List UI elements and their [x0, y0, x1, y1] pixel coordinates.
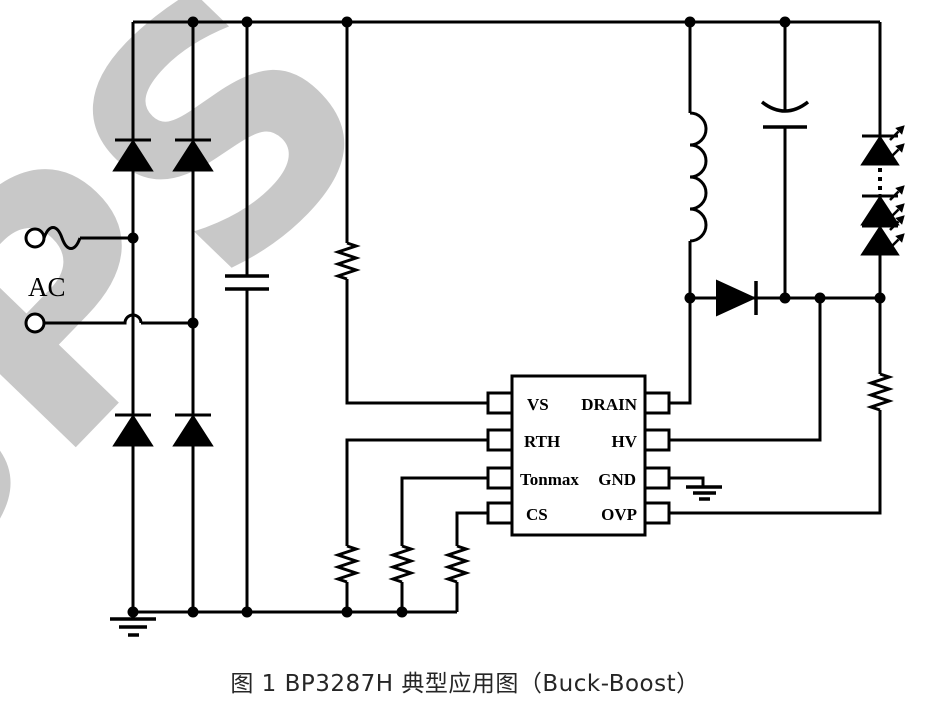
pin-label-tonmax: Tonmax: [520, 470, 579, 489]
ac-label: AC: [28, 272, 66, 302]
output-capacitor: [760, 100, 810, 129]
ovp-resistor: [866, 372, 894, 412]
junction-dot: [814, 292, 826, 304]
junction-dot: [127, 232, 139, 244]
ovp-wire: [669, 410, 882, 515]
pin-label-rth: RTH: [524, 432, 560, 451]
junction-dot: [341, 16, 353, 28]
junction-dot: [241, 16, 253, 28]
pin-label-gnd: GND: [598, 470, 636, 489]
junction-dot: [396, 606, 408, 618]
junction-dot: [874, 292, 886, 304]
vs-resistor: [333, 241, 361, 281]
junction-dot: [187, 16, 199, 28]
pin-box-tonmax: [486, 466, 514, 490]
led-1-light-arrow-2: [888, 142, 906, 160]
freewheeling-diode: [716, 279, 758, 317]
watermark-text: BPS Con: [0, 0, 930, 652]
cs-resistor: [443, 544, 471, 584]
pin-label-cs: CS: [526, 505, 548, 524]
pin-box-rth: [486, 428, 514, 452]
hv-wire: [669, 298, 822, 442]
inductor-drain-wire: [669, 22, 692, 405]
rth-resistor: [333, 544, 361, 584]
tonmax-leg-wire: [400, 476, 488, 612]
bridge-rectifier: [112, 138, 214, 447]
junction-dot: [684, 292, 696, 304]
led-string: [860, 124, 906, 256]
buck-boost-inductor: [689, 111, 708, 243]
ac-source: AC: [24, 226, 82, 334]
ground-symbol-ic: [686, 485, 722, 501]
bridge-diode-1: [112, 138, 154, 172]
vs-leg-wire: [345, 22, 488, 405]
bridge-diode-2: [172, 138, 214, 172]
junction-dot: [341, 606, 353, 618]
bridge-diode-4: [172, 413, 214, 447]
ic-body: [510, 374, 647, 537]
input-capacitor: [225, 274, 269, 291]
led-2-light-arrow-1: [888, 184, 906, 202]
pin-label-vs: VS: [527, 395, 549, 414]
led-2-light-arrow-2: [888, 202, 906, 220]
pin-box-ovp: [643, 501, 671, 525]
ic-bp3287h: VS RTH Tonmax CS DRAIN HV GND OVP: [486, 374, 671, 537]
led-1: [860, 134, 900, 166]
pin-box-hv: [643, 428, 671, 452]
cs-leg-wire: [455, 511, 488, 612]
rth-leg-wire: [345, 438, 488, 612]
pin-box-vs: [486, 391, 514, 415]
ac-bottom-wire: [44, 313, 193, 325]
led-3-light-arrow-2: [888, 232, 906, 250]
ac-terminal-bottom: [24, 312, 46, 334]
led-2: [860, 194, 900, 226]
gnd-wire: [669, 476, 705, 486]
pin-label-drain: DRAIN: [581, 395, 637, 414]
junction-dot: [779, 16, 791, 28]
junction-dot: [127, 606, 139, 618]
junction-dot: [241, 606, 253, 618]
bridge-diode-3: [112, 413, 154, 447]
led-3: [860, 224, 900, 256]
pin-box-drain: [643, 391, 671, 415]
pin-label-hv: HV: [612, 432, 638, 451]
circuit-schematic: BPS Con: [0, 0, 930, 652]
pin-label-ovp: OVP: [601, 505, 637, 524]
tonmax-resistor: [388, 544, 416, 584]
junction-dot: [187, 317, 199, 329]
resistors: [333, 241, 894, 584]
figure-caption: 图 1 BP3287H 典型应用图（Buck-Boost）: [230, 671, 700, 697]
junction-dot: [187, 606, 199, 618]
junction-dots: [127, 16, 886, 618]
junction-dot: [779, 292, 791, 304]
fuse: [42, 226, 82, 250]
junction-dot: [684, 16, 696, 28]
ac-terminal-top: [24, 227, 46, 249]
pin-box-gnd: [643, 466, 671, 490]
led-1-light-arrow-1: [888, 124, 906, 142]
pin-box-cs: [486, 501, 514, 525]
